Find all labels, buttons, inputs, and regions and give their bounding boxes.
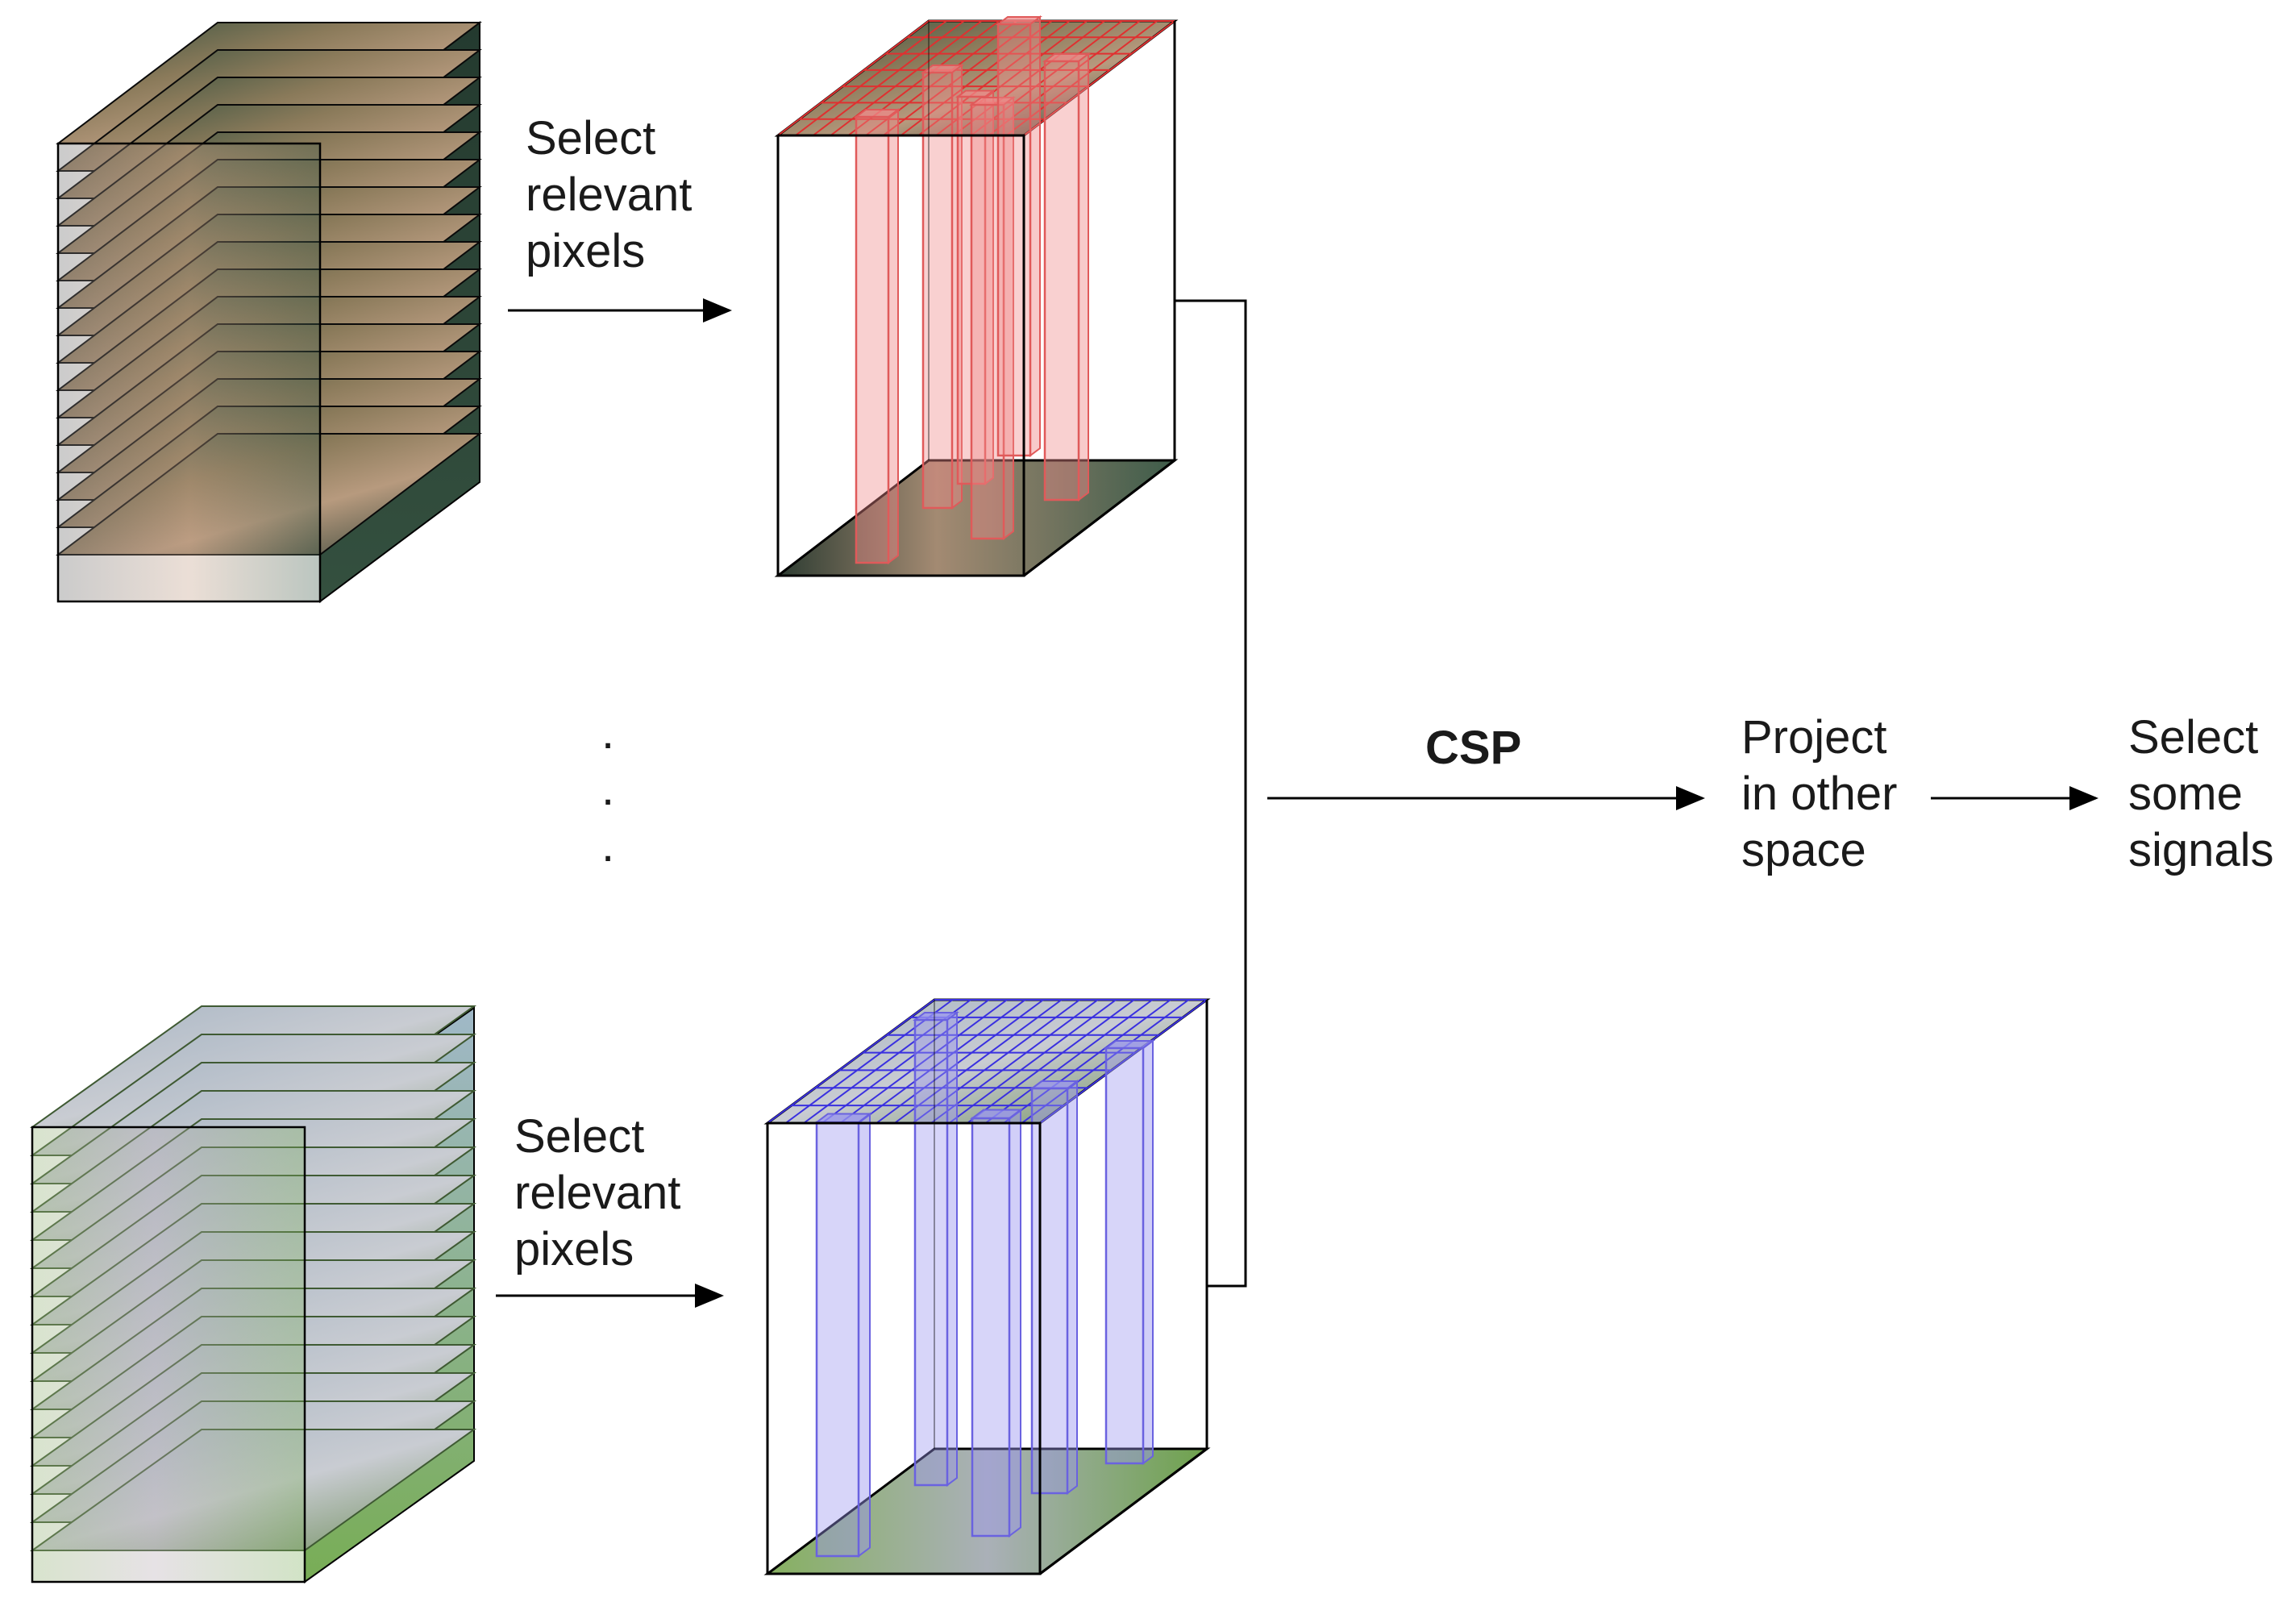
pixel-column: [1043, 60, 1080, 501]
pixel-column-side: [1029, 15, 1041, 457]
top-video-frame-stack: [56, 20, 482, 603]
top-label-line-2: relevant: [526, 169, 693, 221]
pixel-column: [996, 23, 1032, 457]
project-line-3: space: [1741, 824, 1866, 876]
grid-line: [821, 999, 990, 1124]
grid-line: [900, 20, 1053, 136]
grid-line: [795, 20, 947, 136]
stack-front-face: [31, 1126, 306, 1583]
grid-line: [777, 20, 930, 136]
pixel-column-side: [1009, 1108, 1021, 1538]
stack-front-face: [56, 142, 322, 603]
pixel-column: [921, 71, 954, 510]
select-signals-label: Select some signals: [2128, 710, 2274, 879]
pixel-column-side: [1142, 1039, 1154, 1465]
grid-line: [984, 999, 1153, 1124]
bottom-video-frame-stack: [29, 1005, 477, 1583]
grid-line: [894, 999, 1063, 1124]
ellipsis-dot-1: .: [601, 706, 615, 759]
pixel-column: [1104, 1047, 1145, 1465]
grid-line: [948, 999, 1117, 1124]
bottom-select-pixels-label: Select relevant pixels: [514, 1109, 680, 1278]
bottom-pixel-columns: [814, 1011, 1155, 1558]
grid-line: [971, 20, 1123, 136]
grid-line: [865, 20, 1017, 136]
grid-line: [912, 999, 1080, 1124]
pixel-column-side: [1067, 1080, 1078, 1495]
grid-line: [858, 999, 1026, 1124]
grid-line: [1023, 20, 1175, 136]
project-step-label: Project in other space: [1741, 710, 1897, 879]
grid-line: [876, 999, 1044, 1124]
bottom-label-line-1: Select: [514, 1110, 645, 1163]
pixel-column: [971, 1117, 1011, 1538]
top-pixel-cube: [774, 15, 1179, 577]
merge-connector: [1175, 299, 1247, 1288]
signals-line-1: Select: [2128, 711, 2259, 764]
pixel-column: [855, 115, 890, 564]
grid-line: [917, 20, 1070, 136]
top-label-line-3: pixels: [526, 225, 646, 277]
pixel-column-side: [858, 1112, 871, 1558]
top-pixel-columns: [854, 15, 1091, 564]
bottom-label-line-3: pixels: [514, 1223, 634, 1275]
csp-label: CSP: [1425, 722, 1522, 774]
grid-line: [839, 999, 1008, 1124]
top-select-pixels-label: Select relevant pixels: [526, 110, 692, 280]
top-label-line-1: Select: [526, 112, 656, 164]
bottom-label-line-2: relevant: [514, 1167, 681, 1219]
pixel-column-side: [888, 108, 899, 564]
grid-line: [930, 999, 1099, 1124]
project-line-1: Project: [1741, 711, 1887, 764]
grid-line: [967, 999, 1135, 1124]
grid-line: [883, 20, 1035, 136]
signals-line-3: signals: [2128, 824, 2274, 876]
project-line-2: in other: [1741, 768, 1898, 820]
signals-line-2: some: [2128, 768, 2243, 820]
pixel-column-side: [946, 1011, 958, 1487]
bottom-pixel-cube: [763, 998, 1211, 1575]
grid-line: [1005, 20, 1158, 136]
grid-line: [812, 20, 965, 136]
pixel-column-side: [1078, 52, 1089, 501]
grid-line: [767, 999, 935, 1124]
grid-line: [953, 20, 1105, 136]
pixel-column: [1030, 1087, 1069, 1495]
pixel-column: [815, 1121, 860, 1558]
pixel-column: [913, 1018, 949, 1487]
ellipsis-dot-3: .: [601, 819, 615, 872]
ellipsis-dot-2: .: [601, 763, 615, 815]
